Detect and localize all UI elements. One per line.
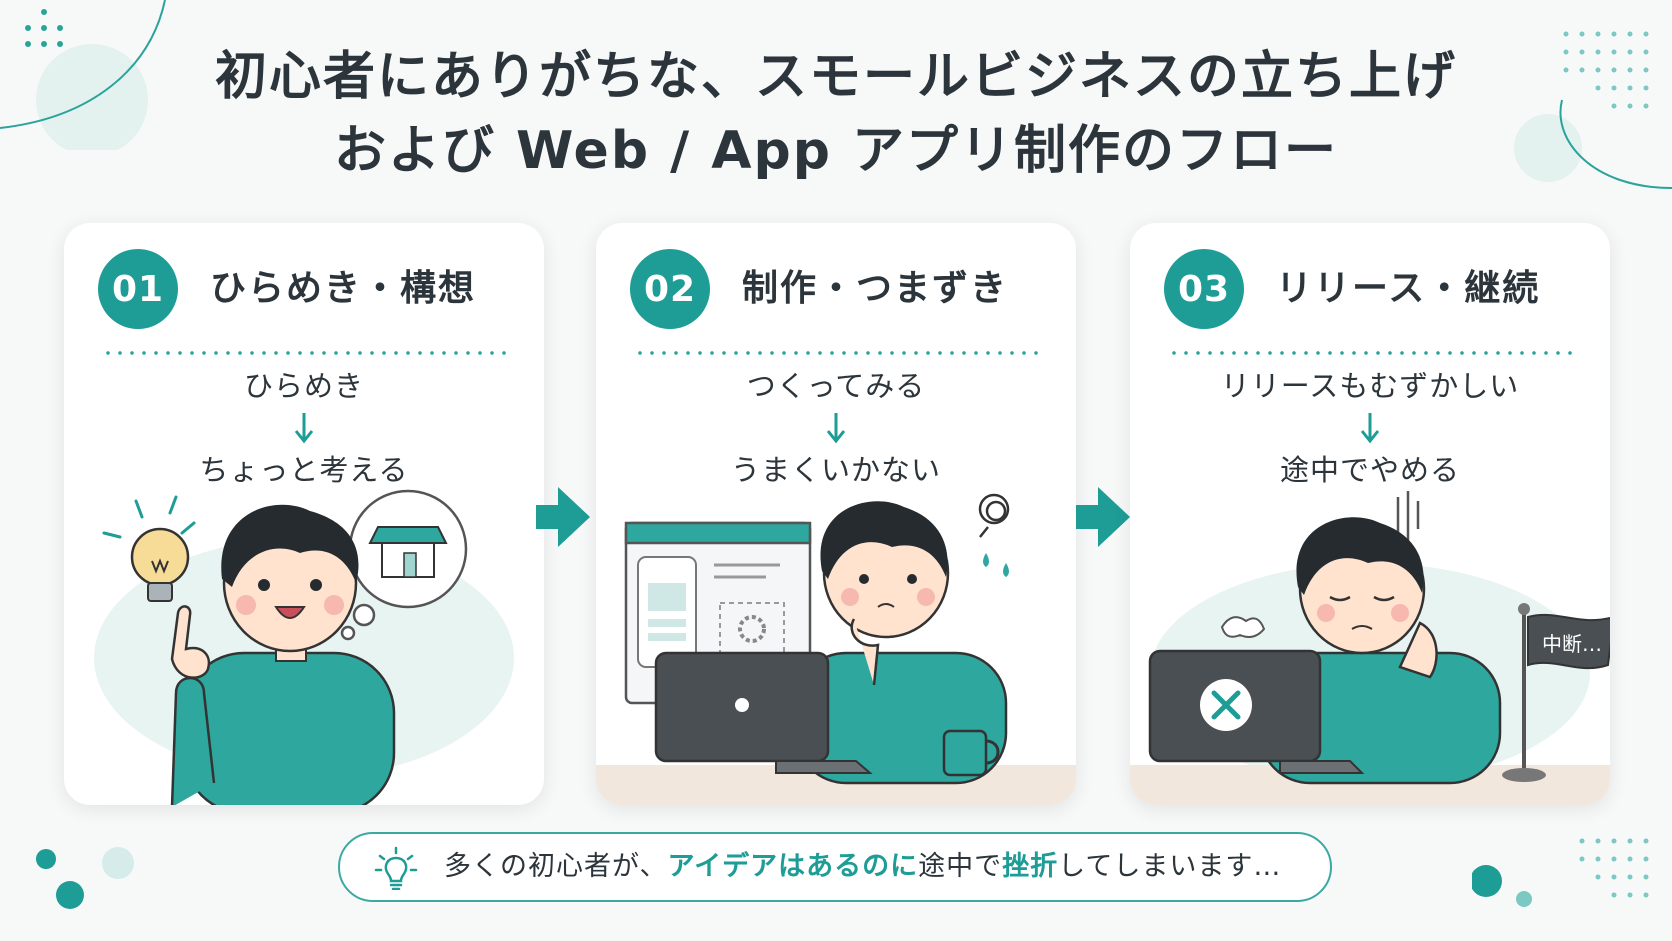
flag-label: 中断… bbox=[1542, 632, 1602, 656]
step-number-badge: 01 bbox=[98, 249, 178, 329]
card-title: リリース・継続 bbox=[1276, 268, 1541, 309]
step-text-2: ちょっと考える bbox=[199, 453, 409, 487]
footer-suffix: してしまいます… bbox=[1058, 851, 1282, 882]
footer-prefix: 多くの初心者が、 bbox=[444, 851, 668, 882]
step-card-2: 02 制作・つまずき つくってみる うまくいかない bbox=[596, 223, 1076, 805]
flag-icon: 中断… bbox=[1502, 603, 1610, 782]
step-text-1: リリースもむずかしい bbox=[1220, 369, 1520, 403]
step-number-badge: 02 bbox=[630, 249, 710, 329]
footer-message: 多くの初心者が、アイデアはあるのに途中で挫折してしまいます… bbox=[338, 832, 1332, 902]
down-arrow-icon bbox=[1360, 413, 1380, 444]
dotted-divider bbox=[1168, 351, 1572, 355]
step-card-1: 01 ひらめき・構想 ひらめき ちょっと考える bbox=[64, 223, 544, 805]
laptop-error-icon bbox=[1148, 649, 1365, 774]
flow-arrow-1-icon bbox=[536, 487, 590, 547]
footer-highlight-2: 挫折 bbox=[1002, 851, 1059, 882]
step-text-2: うまくいかない bbox=[730, 453, 941, 487]
corner-decoration-top-left bbox=[0, 0, 166, 150]
card-title: ひらめき・構想 bbox=[210, 268, 477, 309]
title-line-2: および Web / App アプリ制作のフロー bbox=[333, 121, 1339, 181]
corner-decoration-bottom-right bbox=[1472, 838, 1649, 907]
mug-icon bbox=[942, 729, 1000, 777]
flow-arrow-2-icon bbox=[1076, 487, 1130, 547]
laptop-icon bbox=[654, 651, 873, 774]
corner-decoration-top-right bbox=[1514, 31, 1672, 189]
step-text-2: 途中でやめる bbox=[1279, 453, 1460, 487]
dotted-divider bbox=[634, 351, 1038, 355]
shop-thought-bubble bbox=[340, 489, 468, 641]
card-title: 制作・つまずき bbox=[742, 268, 1009, 309]
down-arrow-icon bbox=[294, 413, 314, 444]
confused-person-illustration bbox=[596, 493, 1076, 805]
down-arrow-icon bbox=[826, 413, 846, 444]
title-line-1: 初心者にありがちな、スモールビジネスの立ち上げ bbox=[214, 47, 1457, 107]
tired-person-illustration: 中断… bbox=[1130, 491, 1610, 805]
step-text-1: ひらめき bbox=[243, 369, 364, 403]
footer-highlight-1: アイデアはあるのに bbox=[667, 851, 919, 882]
corner-decoration-bottom-left bbox=[36, 847, 134, 909]
page-title: 初心者にありがちな、スモールビジネスの立ち上げ および Web / App アプ… bbox=[0, 40, 1672, 188]
footer-mid: 途中で bbox=[918, 851, 1003, 882]
lightbulb-icon bbox=[374, 846, 418, 890]
idea-person-illustration bbox=[94, 489, 514, 805]
lightbulb-icon bbox=[130, 527, 190, 602]
step-card-3: 03 リリース・継続 リリースもむずかしい 途中でやめる bbox=[1130, 223, 1610, 805]
step-text-1: つくってみる bbox=[746, 369, 926, 403]
footer-text: 多くの初心者が、アイデアはあるのに途中で挫折してしまいます… bbox=[444, 834, 1281, 900]
step-number-badge: 03 bbox=[1164, 249, 1244, 329]
dotted-divider bbox=[102, 351, 506, 355]
